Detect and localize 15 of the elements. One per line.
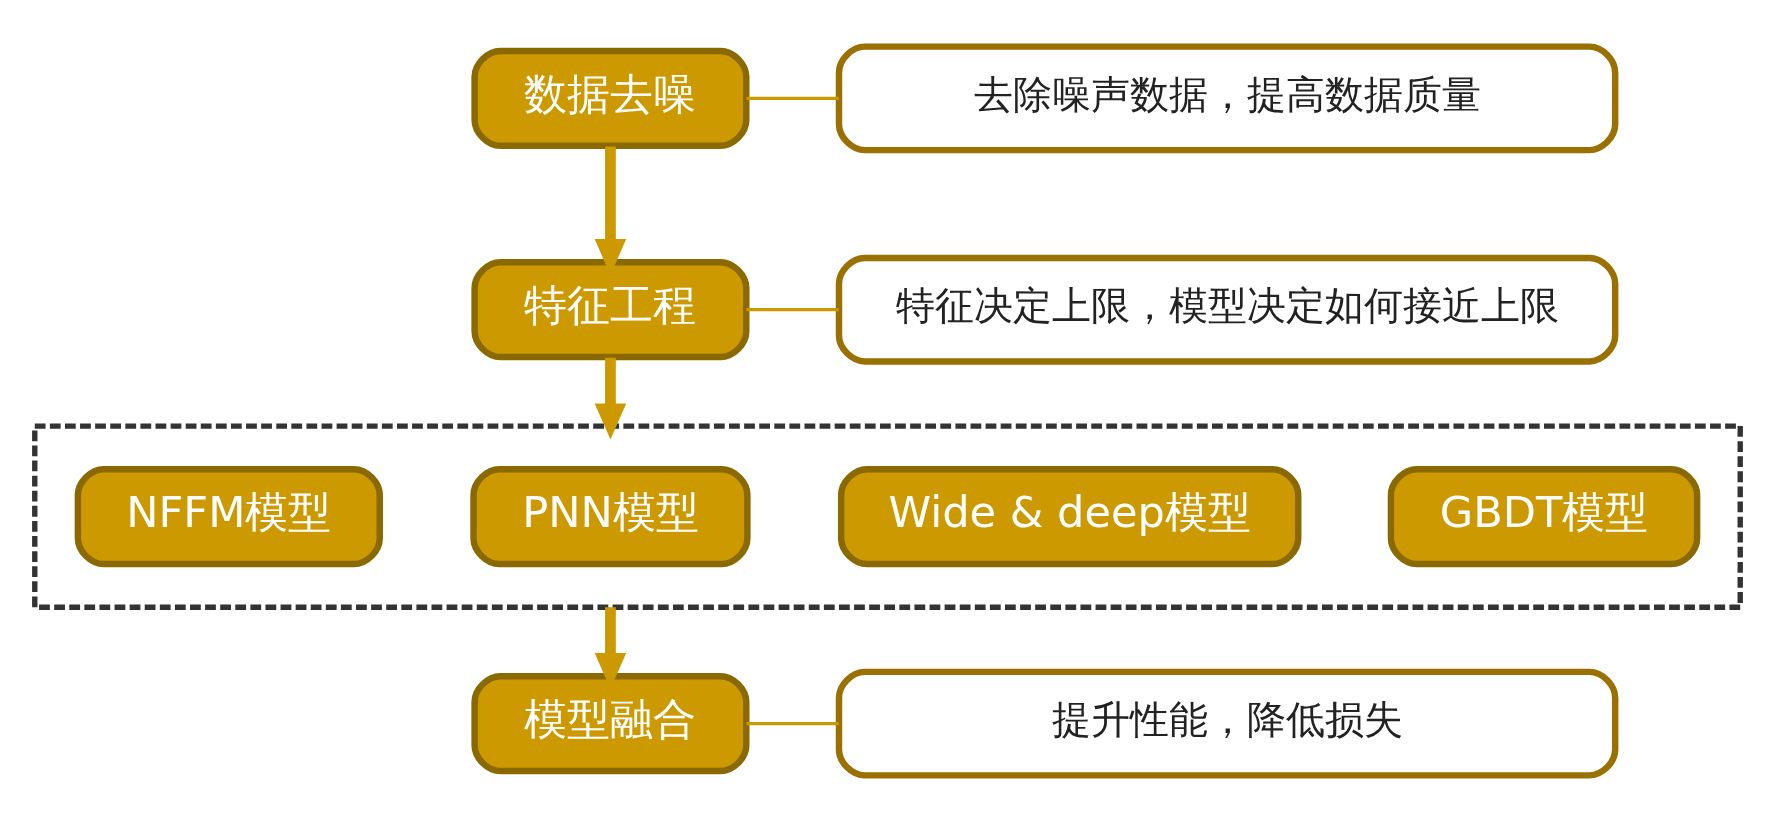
node-box: 特征决定上限，模型决定如何接近上限 — [835, 254, 1619, 365]
node-box: 数据去噪 — [471, 47, 750, 149]
node-box: Wide & deep模型 — [837, 465, 1302, 567]
arrow — [594, 357, 627, 440]
cluster — [32, 422, 1743, 610]
node-box: PNN模型 — [470, 465, 751, 567]
connector — [746, 96, 839, 100]
node-box: 模型融合 — [471, 672, 750, 774]
node-box: GBDT模型 — [1387, 465, 1701, 567]
node-box: 特征工程 — [471, 258, 750, 360]
connector — [746, 307, 839, 311]
node-box: 去除噪声数据，提高数据质量 — [835, 42, 1619, 153]
node-box: NFFM模型 — [74, 465, 383, 567]
node-box: 提升性能，降低损失 — [835, 668, 1619, 779]
connector — [746, 721, 839, 725]
